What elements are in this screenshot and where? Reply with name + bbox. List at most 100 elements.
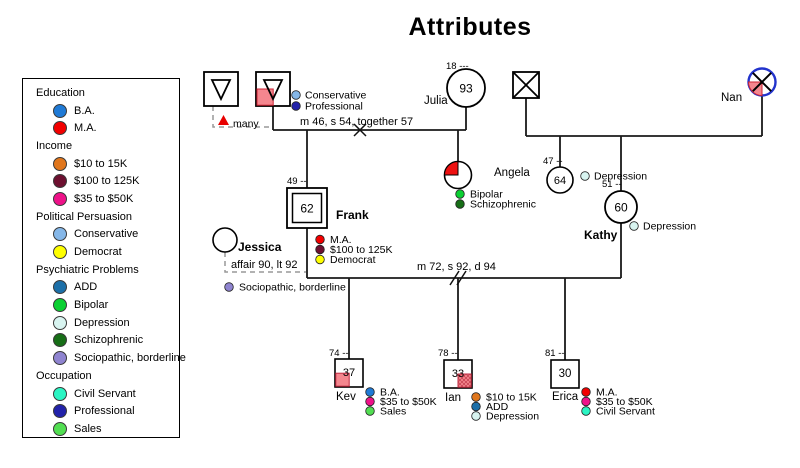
legend-color-dot	[53, 156, 67, 171]
person-ian[interactable]: 33	[443, 359, 473, 389]
attribute-label: M.A.	[330, 234, 352, 246]
legend-item-schizophrenic: Schizophrenic	[36, 332, 179, 350]
attribute-dot	[365, 406, 375, 416]
legend-item-label: M.A.	[74, 122, 97, 135]
attribute-label: Civil Servant	[596, 406, 655, 418]
legend-color-dot	[53, 298, 67, 313]
age-in-symbol: 60	[614, 201, 628, 215]
attribute-dot	[224, 282, 234, 292]
legend-item-sales: Sales	[36, 420, 179, 438]
birth-annotation-julia: 18 ---	[446, 61, 469, 72]
birth-annotation-relative-64: 47 --	[543, 156, 563, 167]
legend-color-dot	[53, 174, 67, 189]
legend-item-depression: Depression	[36, 314, 179, 332]
name-label-frank: Frank	[336, 208, 369, 222]
attribute-label: Sales	[380, 406, 406, 418]
attribute-list-kathy: Depression	[629, 221, 696, 233]
many-label: many	[233, 118, 259, 130]
legend-header-education: Education	[36, 86, 85, 99]
divorce-slash-mark	[456, 270, 467, 286]
attribute-dot	[471, 411, 481, 421]
person-relative-64[interactable]: 64	[546, 166, 574, 194]
attribute-list-erica: M.A. $35 to $50K Civil Servant	[581, 387, 655, 418]
person-deceased-grandfather[interactable]	[512, 71, 540, 99]
attribute-dot	[365, 387, 375, 397]
attribute-label: $100 to 125K	[330, 244, 392, 256]
attribute-dot	[581, 387, 591, 397]
legend-color-dot	[53, 227, 67, 242]
legend-item-label: Professional	[74, 405, 135, 418]
legend-color-dot	[53, 191, 67, 206]
highlight-quadrant	[335, 372, 350, 387]
legend-header-psychiatric: Psychiatric Problems	[36, 263, 139, 276]
attribute-list-frank-father: Conservative Professional	[291, 90, 366, 113]
legend-item-label: ADD	[74, 281, 98, 294]
person-jessica[interactable]	[212, 227, 238, 253]
attribute-dot	[580, 171, 590, 181]
name-label-erica: Erica	[552, 391, 579, 403]
attribute-dot	[291, 101, 301, 111]
attribute-dot	[365, 396, 375, 407]
attribute-dot	[291, 90, 301, 100]
legend-item-label: B.A.	[74, 104, 95, 117]
legend-color-dot	[53, 351, 67, 366]
attribute-list-kev: B.A. $35 to $50K Sales	[365, 387, 437, 418]
legend-item-label: $10 to 15K	[74, 157, 128, 170]
attribute-label: ADD	[486, 401, 509, 413]
attribute-label: Depression	[643, 221, 696, 233]
person-julia[interactable]: 93	[446, 68, 486, 108]
name-label-nan: Nan	[721, 92, 742, 104]
highlight-quadrant	[443, 160, 459, 176]
age-in-symbol: 64	[554, 175, 566, 187]
person-kathy[interactable]: 60	[604, 190, 638, 224]
legend-color-dot	[53, 245, 67, 260]
legend-item-label: Schizophrenic	[74, 334, 144, 347]
name-label-kev: Kev	[336, 391, 356, 403]
attribute-dot	[581, 406, 591, 416]
legend-header-political: Political Persuasion	[36, 210, 132, 223]
highlight-quadrant-hatch	[458, 374, 472, 388]
attribute-label: Sociopathic, borderline	[239, 282, 346, 294]
legend-item-label: Sociopathic, borderline	[74, 352, 186, 365]
person-frank[interactable]: 62	[286, 187, 328, 229]
attribute-label: Depression	[486, 411, 539, 423]
attribute-list-angela: Bipolar Schizophrenic	[455, 189, 536, 211]
legend-item-label: Depression	[74, 316, 130, 329]
person-frank-father[interactable]	[255, 71, 291, 107]
triangle-glyph	[210, 79, 232, 102]
person-many-partners[interactable]	[203, 71, 239, 107]
legend-item-ma: M.A.	[36, 119, 179, 137]
legend-panel: Education B.A. M.A. Income $10 to 15K $1…	[22, 78, 186, 438]
legend-item-conservative: Conservative	[36, 226, 179, 244]
age-in-symbol: 62	[300, 202, 314, 216]
legend-item-label: Conservative	[74, 228, 139, 241]
person-kev[interactable]: 37	[334, 358, 364, 388]
person-angela[interactable]	[443, 160, 473, 190]
age-in-symbol: 33	[452, 368, 464, 380]
legend-color-dot	[53, 404, 67, 419]
name-label-angela: Angela	[494, 167, 530, 179]
attribute-label: Bipolar	[470, 189, 503, 201]
attribute-label: Depression	[594, 171, 647, 183]
legend-color-dot	[53, 421, 67, 436]
attribute-list-ian: $10 to 15K ADD Depression	[471, 392, 539, 423]
legend-item-add: ADD	[36, 279, 179, 297]
person-nan[interactable]	[747, 67, 777, 97]
attribute-list-relative-64: Depression	[580, 171, 647, 183]
legend-color-dot	[53, 103, 67, 118]
birth-annotation-frank: 49 --	[287, 176, 307, 187]
attribute-label: $10 to 15K	[486, 392, 537, 404]
legend-item-label: $100 to 125K	[74, 175, 140, 188]
legend-item-100-125k: $100 to 125K	[36, 172, 179, 190]
attribute-dot	[471, 392, 481, 402]
name-label-jessica: Jessica	[238, 240, 282, 254]
attribute-dot	[581, 396, 591, 407]
legend-color-dot	[53, 280, 67, 295]
legend-item-10-15k: $10 to 15K	[36, 155, 179, 173]
index-person-inner-square	[291, 192, 323, 224]
person-erica[interactable]: 30	[550, 359, 580, 389]
attribute-label: Democrat	[330, 254, 376, 266]
dashed-line-many-relationships	[212, 106, 271, 128]
